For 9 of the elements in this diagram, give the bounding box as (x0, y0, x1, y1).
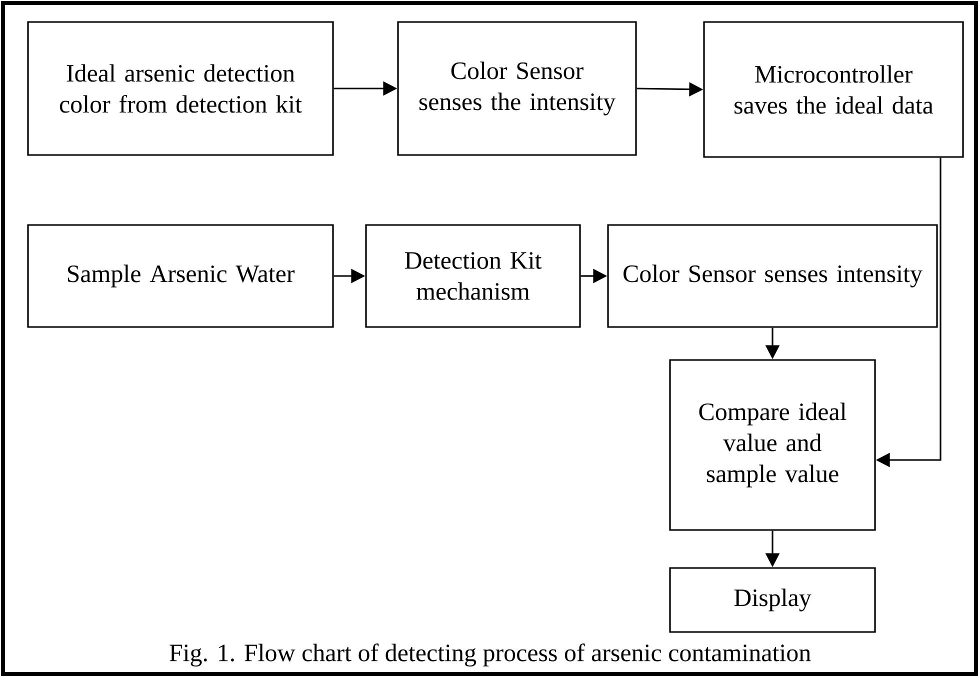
process-box: Detection Kit mechanism (365, 224, 581, 328)
process-box: Ideal arsenic detection color from detection kit (27, 21, 334, 156)
process-box: Compare ideal value and sample value (669, 359, 876, 531)
process-box: Display (669, 567, 876, 633)
process-box: Microcontroller saves the ideal data (703, 21, 964, 158)
process-box: Color Sensor senses intensity (607, 224, 938, 328)
process-box: Color Sensor senses the intensity (397, 21, 637, 156)
process-box: Sample Arsenic Water (27, 224, 334, 328)
caption: Fig. 1. Flow chart of detecting process of arsenic contamination (170, 644, 811, 666)
